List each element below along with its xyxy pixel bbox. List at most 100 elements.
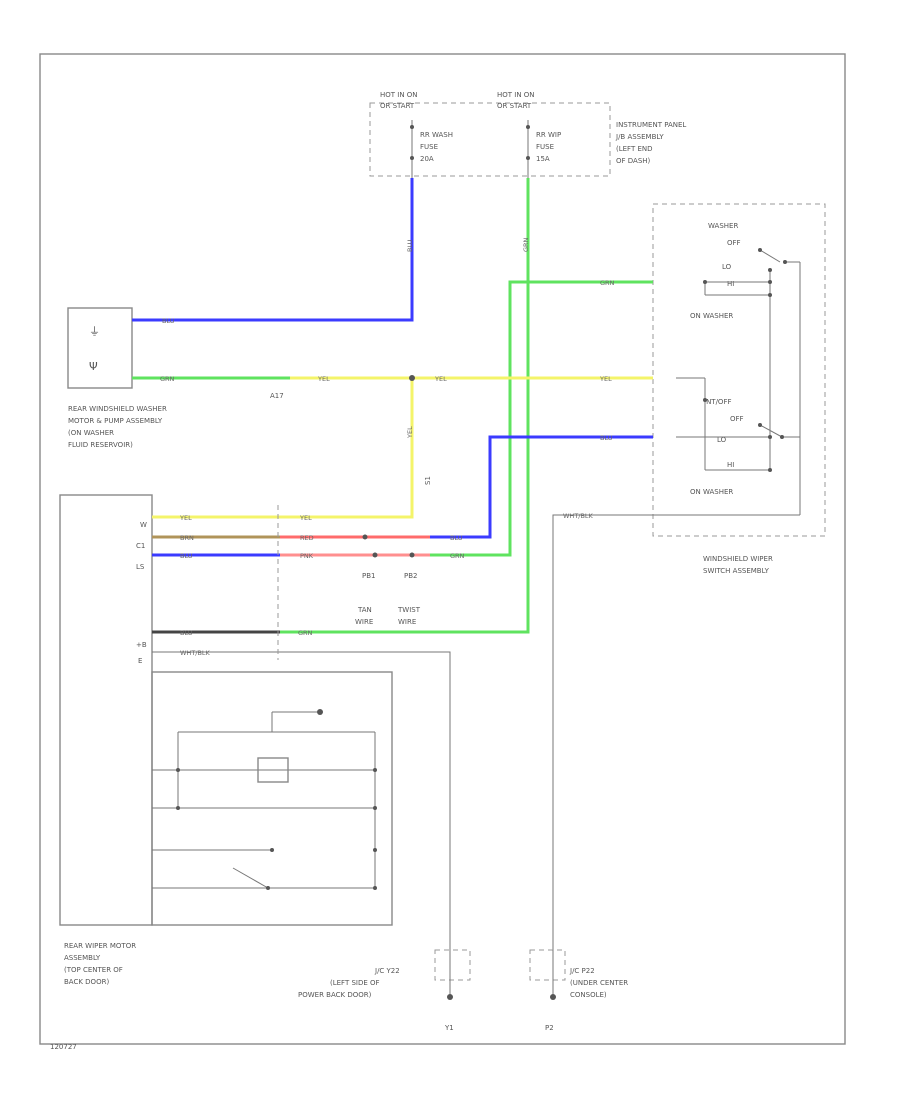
switch-hi-2: HI: [727, 461, 734, 469]
switch-on-washer-1: ON WASHER: [690, 312, 733, 320]
fuse-1-symbol: [410, 120, 414, 178]
ground-2-id: P2: [545, 1024, 554, 1032]
pump-name-line-2: MOTOR & PUMP ASSEMBLY: [68, 417, 163, 425]
ground-2-symbol: [529, 949, 566, 1000]
wire-wht-blk-switch: [552, 514, 800, 950]
motor-name-line-1: REAR WIPER MOTOR: [64, 942, 136, 950]
wire-label-grn-end: GRN: [450, 552, 465, 560]
ground-2-label-line-3: CONSOLE): [570, 991, 607, 999]
hot-label-1-line-1: HOT IN ON: [380, 91, 418, 99]
switch-name-line-2: SWITCH ASSEMBLY: [703, 567, 770, 575]
wire-label-wht-blk-switch: WHT/BLK: [563, 512, 594, 520]
footer-code: 120727: [50, 1043, 77, 1051]
ground-1-label-line-1: J/C Y22: [374, 967, 400, 975]
wire-wht-blk-motor: [152, 651, 451, 950]
wire-label-blu-pump: BLU: [162, 317, 175, 325]
switch-lo-1: LO: [722, 263, 732, 271]
fuse-1-label-line-3: 20A: [420, 155, 434, 163]
twist-line-2: WIRE: [398, 618, 416, 626]
motor-pin-e: E: [138, 657, 142, 665]
switch-contacts-1: [703, 248, 801, 515]
wire-label-blu-b: BLU: [180, 629, 193, 637]
wire-label-yel-motor: YEL: [179, 514, 192, 522]
wire-blu-pump: [132, 178, 414, 322]
wire-label-blu-top: BLU: [406, 239, 414, 252]
wire-label-red: RED: [300, 534, 314, 542]
pump-icon: ⏚: [89, 325, 100, 338]
junction-pb2: PB2: [404, 572, 417, 580]
fuse-2-label-line-3: 15A: [536, 155, 550, 163]
junction-dot-yel: [409, 375, 415, 381]
ground-1-label-line-3: POWER BACK DOOR): [298, 991, 372, 999]
diagram-frame: [39, 53, 846, 1045]
wire-label-yel-motor-2: YEL: [299, 514, 312, 522]
wire-label-yel-2: YEL: [434, 375, 447, 383]
fuse-1-label-line-1: RR WASH: [420, 131, 453, 139]
wire-label-blu-ls: BLU: [180, 552, 193, 560]
motor-name-line-3: (TOP CENTER OF: [64, 966, 123, 974]
junction-dot-red: [362, 534, 368, 540]
wire-label-yel-vert: YEL: [406, 426, 414, 439]
junction-s1: S1: [424, 476, 432, 485]
junction-a17: A17: [270, 392, 284, 400]
pump-motor-icon: Ψ: [89, 360, 98, 373]
pump-name-line-3: (ON WASHER: [68, 429, 114, 437]
ground-2-label-line-2: (UNDER CENTER: [570, 979, 628, 987]
switch-off-2: OFF: [730, 415, 744, 423]
panel-label-line-4: OF DASH): [616, 157, 651, 165]
ground-1-id: Y1: [444, 1024, 454, 1032]
wire-label-wht-blk-motor: WHT/BLK: [180, 649, 211, 657]
wire-grn-main: [280, 178, 530, 634]
wire-label-grn-sw: GRN: [600, 279, 615, 287]
washer-pump-box: [67, 307, 133, 389]
motor-internal-circuit: [151, 671, 393, 926]
fuse-2-symbol: [526, 120, 530, 178]
wire-label-yel-1: YEL: [317, 375, 330, 383]
wire-blu-motor: [430, 435, 653, 539]
motor-name-line-4: BACK DOOR): [64, 978, 109, 986]
motor-pin-b: +B: [136, 641, 147, 649]
wire-label-grn-top: GRN: [522, 237, 530, 252]
wire-label-grn-b: GRN: [298, 629, 313, 637]
hot-label-2-line-2: OR START: [497, 102, 532, 110]
wire-label-pnk: PNK: [300, 552, 314, 560]
ground-1-label-line-2: (LEFT SIDE OF: [330, 979, 380, 987]
wire-grn-switch: [430, 280, 653, 557]
motor-pin-w: W: [140, 521, 147, 529]
junction-pb1: PB1: [362, 572, 375, 580]
wire-label-brn: BRN: [180, 534, 194, 542]
tan-wire-line-2: WIRE: [355, 618, 373, 626]
tan-wire-line-1: TAN: [357, 606, 372, 614]
hot-label-2-line-1: HOT IN ON: [497, 91, 535, 99]
hot-label-1-line-2: OR START: [380, 102, 415, 110]
fuse-block-outline: [369, 102, 611, 177]
pump-name-line-4: FLUID RESERVOIR): [68, 441, 133, 449]
fuse-2-label-line-2: FUSE: [536, 143, 554, 151]
wire-label-blu-end: BLU: [450, 534, 463, 542]
switch-lo-2: LO: [717, 436, 727, 444]
wiper-motor-box: [59, 494, 153, 926]
switch-contacts-2: [676, 377, 800, 472]
switch-int-off: INT/OFF: [704, 398, 732, 406]
wire-label-yel-3: YEL: [599, 375, 612, 383]
fuse-2-label-line-1: RR WIP: [536, 131, 561, 139]
switch-hi-1: HI: [727, 280, 734, 288]
pump-name-line-1: REAR WINDSHIELD WASHER: [68, 405, 167, 413]
panel-label-line-1: INSTRUMENT PANEL: [616, 121, 686, 129]
junction-dot-pnk: [372, 552, 378, 558]
switch-washer-label: WASHER: [708, 222, 738, 230]
motor-pin-c1: C1: [136, 542, 145, 550]
ground-1-symbol: [434, 949, 471, 1000]
ground-2-label-line-1: J/C P22: [569, 967, 595, 975]
wire-label-grn-pump: GRN: [160, 375, 175, 383]
twist-line-1: TWIST: [397, 606, 421, 614]
wire-label-blu-sw: BLU: [600, 434, 613, 442]
panel-label-line-3: (LEFT END: [616, 145, 653, 153]
motor-pin-ls: LS: [136, 563, 145, 571]
wire-yel-motor: [152, 378, 414, 519]
wiper-switch-outline: [652, 203, 826, 537]
fuse-1-label-line-2: FUSE: [420, 143, 438, 151]
panel-label-line-2: J/B ASSEMBLY: [615, 133, 664, 141]
switch-on-washer-2: ON WASHER: [690, 488, 733, 496]
